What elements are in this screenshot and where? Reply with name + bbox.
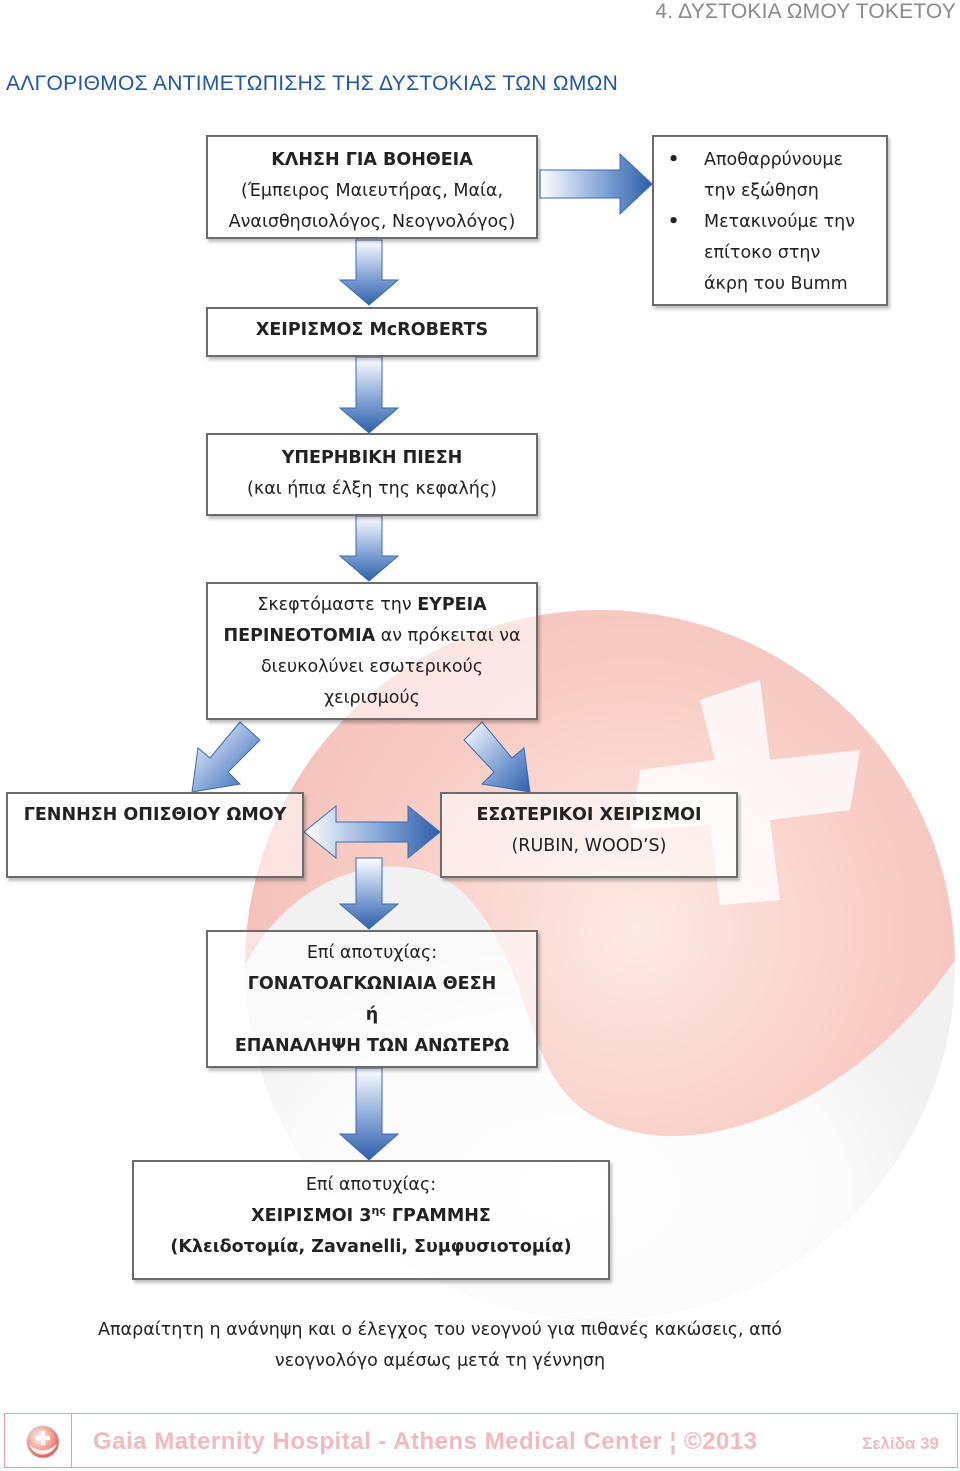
advice-bullet-1-cont: την εξώθηση xyxy=(704,181,819,201)
call-help-line3: Αναισθησιολόγος, Νεογνολόγος) xyxy=(228,212,516,232)
arrow-diagonal-right xyxy=(463,721,531,793)
internal-heading: ΕΣΩΤΕΡΙΚΟΙ ΧΕΙΡΙΣΜΟΙ xyxy=(476,805,702,825)
footer-logo-cell xyxy=(5,1414,72,1467)
episiotomy-l3: διευκολύνει εσωτερικούς xyxy=(260,657,484,677)
newborn-note-line1: Απαραίτητη η ανάνηψη και ο έλεγχος του ν… xyxy=(98,1320,782,1340)
failure1-line3: ή xyxy=(365,1005,379,1025)
footer-hospital-name: Gaia Maternity Hospital - Athens Medical… xyxy=(93,1428,758,1455)
suprapubic-note: (και ήπια έλξη της κεφαλής) xyxy=(247,479,497,499)
advice-bullet-2-cont-b: άκρη του Bumm xyxy=(704,274,848,294)
box-internal-maneuvers: ΕΣΩΤΕΡΙΚΟΙ ΧΕΙΡΙΣΜΟΙ (RUBIN, WOOD’S) xyxy=(440,792,738,878)
box-failure-second: Επί αποτυχίας: ΧΕΙΡΙΣΜΟΙ 3ης ΓΡΑΜΜΗΣ (Κλ… xyxy=(132,1160,610,1280)
internal-names: (RUBIN, WOOD’S) xyxy=(511,836,667,856)
episiotomy-l1b: ΕΥΡΕΙΑ xyxy=(417,595,487,615)
arrow-down-4 xyxy=(338,857,400,930)
failure1-line4: ΕΠΑΝΑΛΗΨΗ ΤΩΝ ΑΝΩΤΕΡΩ xyxy=(234,1036,510,1056)
footer-page-number: Σελίδα 39 xyxy=(862,1434,939,1453)
arrow-diagonal-left xyxy=(191,721,261,793)
call-help-line2: (Έμπειρος Μαιευτήρας, Μαία, xyxy=(240,181,504,201)
advice-bullet-1: Αποθαρρύνουμε xyxy=(654,145,886,176)
box-posterior-shoulder: ΓΕΝΝΗΣΗ ΟΠΙΣΘΙΟΥ ΩΜΟΥ xyxy=(6,792,304,878)
episiotomy-l2a: ΠΕΡΙΝΕΟΤΟΜΙΑ xyxy=(223,626,376,646)
failure2-line2a: ΧΕΙΡΙΣΜΟΙ 3 xyxy=(251,1206,372,1226)
box-mcroberts: ΧΕΙΡΙΣΜΟΣ McROBERTS xyxy=(206,307,538,357)
newborn-note-line2: νεογνολόγο αμέσως μετά τη γέννηση xyxy=(274,1351,606,1371)
advice-bullet-2: Μετακινούμε την xyxy=(654,207,886,238)
episiotomy-l2b: αν πρόκειται να xyxy=(375,626,521,646)
box-advice: Αποθαρρύνουμε την εξώθηση Μετακινούμε τη… xyxy=(652,135,888,306)
call-help-heading: ΚΛΗΣΗ ΓΙΑ ΒΟΗΘΕΙΑ xyxy=(271,150,473,170)
failure2-line2-superscript: ης xyxy=(371,1204,386,1218)
box-episiotomy: Σκεφτόμαστε την ΕΥΡΕΙΑ ΠΕΡΙΝΕΟΤΟΜΙΑ αν π… xyxy=(206,582,538,720)
chapter-header: 4. ΔΥΣΤΟΚΙΑ ΩΜΟΥ ΤΟΚΕΤΟΥ xyxy=(655,0,956,23)
arrow-down-5 xyxy=(338,1067,400,1161)
document-title: ΑΛΓΟΡΙΘΜΟΣ ΑΝΤΙΜΕΤΩΠΙΣΗΣ ΤΗΣ ΔΥΣΤΟΚΙΑΣ Τ… xyxy=(6,72,619,95)
mcroberts-label: ΧΕΙΡΙΣΜΟΣ McROBERTS xyxy=(255,320,489,340)
failure2-line1: Επί αποτυχίας: xyxy=(305,1175,437,1195)
box-suprapubic-pressure: ΥΠΕΡΗΒΙΚΗ ΠΙΕΣΗ (και ήπια έλξη της κεφαλ… xyxy=(206,433,538,516)
arrow-right xyxy=(539,152,653,216)
failure2-line3: (Κλειδοτομία, Zavanelli, Συμφυσιοτομία) xyxy=(170,1237,572,1257)
hospital-logo-icon xyxy=(26,1425,60,1459)
box-call-for-help: ΚΛΗΣΗ ΓΙΑ ΒΟΗΘΕΙΑ (Έμπειρος Μαιευτήρας, … xyxy=(206,135,538,239)
episiotomy-l1a: Σκεφτόμαστε την xyxy=(257,595,418,615)
failure1-line2: ΓΟΝΑΤΟΑΓΚΩΝΙΑΙΑ ΘΕΣΗ xyxy=(247,974,497,994)
advice-bullet-2-cont-a: επίτοκο στην xyxy=(704,243,821,263)
page-footer: Gaia Maternity Hospital - Athens Medical… xyxy=(4,1413,958,1468)
arrow-down-2 xyxy=(338,356,400,434)
arrow-down-3 xyxy=(338,515,400,582)
box-failure-first: Επί αποτυχίας: ΓΟΝΑΤΟΑΓΚΩΝΙΑΙΑ ΘΕΣΗ ή ΕΠ… xyxy=(206,930,538,1068)
newborn-note: Απαραίτητη η ανάνηψη και ο έλεγχος του ν… xyxy=(40,1315,840,1377)
failure2-line2b: ΓΡΑΜΜΗΣ xyxy=(385,1206,491,1226)
suprapubic-heading: ΥΠΕΡΗΒΙΚΗ ΠΙΕΣΗ xyxy=(281,448,463,468)
failure1-line1: Επί αποτυχίας: xyxy=(306,943,438,963)
arrow-down-1 xyxy=(338,239,400,306)
arrow-bidirectional xyxy=(303,804,441,860)
posterior-shoulder-label: ΓΕΝΝΗΣΗ ΟΠΙΣΘΙΟΥ ΩΜΟΥ xyxy=(23,805,287,825)
episiotomy-l4: χειρισμούς xyxy=(324,688,420,708)
